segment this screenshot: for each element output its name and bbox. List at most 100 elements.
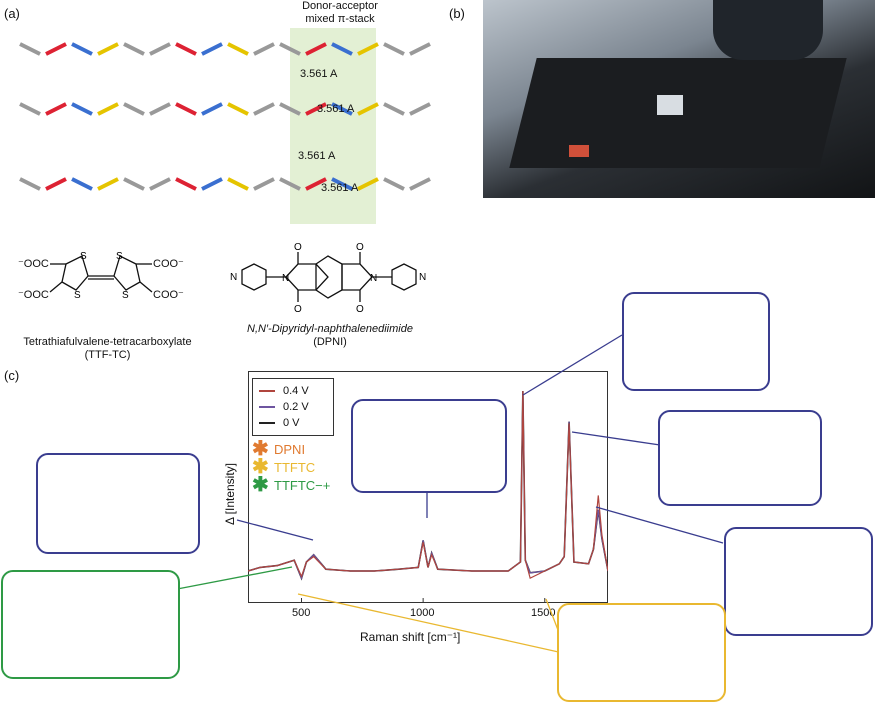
svg-text:S: S — [74, 290, 81, 301]
dpni-mode-inset-2 — [658, 410, 822, 506]
ttftc-abbr: (TTF-TC) — [84, 349, 131, 361]
asterisk-icon: ✱ — [252, 456, 269, 478]
legend-swatch — [259, 422, 275, 424]
ttftc-caption: Tetrathiafulvalene-tetracarboxylate (TTF… — [0, 336, 215, 362]
y-axis-label: Δ [Intensity] — [223, 462, 237, 526]
asterisk-icon: ✱ — [252, 474, 269, 496]
crystal-bond — [175, 102, 197, 116]
assignment-ttftc: ✱TTFTC — [252, 456, 316, 478]
crystal-bond — [19, 177, 41, 191]
crystal-bond — [331, 102, 353, 116]
crystal-bond — [175, 177, 197, 191]
dpni-abbr: (DPNI) — [313, 336, 347, 348]
crystal-bond — [123, 102, 145, 116]
crystal-bond — [383, 102, 405, 116]
ttftc-group-4: COO⁻ — [153, 289, 184, 301]
crystal-bond — [227, 102, 249, 116]
crystal-bond — [97, 102, 119, 116]
legend-item-02v: 0.2 V — [253, 399, 333, 415]
legend-swatch — [259, 390, 275, 392]
legend-item-04v: 0.4 V — [253, 383, 333, 399]
crystal-bond — [279, 102, 301, 116]
svg-text:N: N — [282, 273, 289, 284]
ttftc-structure-drawing: S S S S — [49, 251, 153, 301]
crystal-bond — [357, 177, 379, 191]
chart-legend: 0.4 V 0.2 V 0 V — [252, 378, 334, 436]
panel-label-a: (a) — [4, 6, 20, 21]
legend-item-0v: 0 V — [253, 415, 333, 431]
stack-label: Donor-acceptor mixed π-stack — [302, 0, 378, 25]
crystal-bond — [201, 102, 223, 116]
svg-text:O: O — [356, 304, 364, 315]
ttftc-group-1: ⁻OOC — [18, 258, 49, 270]
svg-text:O: O — [294, 304, 302, 315]
crystal-bond — [305, 177, 327, 191]
crystal-bond — [305, 102, 327, 116]
stack-distance-2: 3.561 A — [317, 103, 355, 115]
ttftc-group-2: COO⁻ — [153, 258, 184, 270]
crystal-bond — [45, 42, 67, 56]
dpni-name: N,N′-Dipyridyl-naphthalenediimide — [247, 323, 413, 335]
assignment-ttftc-cation: ✱TTFTC−+ — [252, 474, 331, 496]
crystal-bond — [409, 102, 431, 116]
stack-distance-1: 3.561 A — [300, 68, 338, 80]
panel-label-c: (c) — [4, 368, 20, 383]
crystal-bond — [331, 177, 353, 191]
crystal-bond — [71, 102, 93, 116]
crystal-bond — [149, 102, 171, 116]
crystal-bond — [97, 42, 119, 56]
crystal-bond — [357, 42, 379, 56]
x-axis-label: Raman shift [cm⁻¹] — [360, 630, 461, 644]
crystal-bond — [149, 42, 171, 56]
crystal-bond — [123, 42, 145, 56]
crystal-bond — [19, 42, 41, 56]
dpni-caption: N,N′-Dipyridyl-naphthalenediimide (DPNI) — [210, 323, 450, 349]
crystal-bond — [123, 177, 145, 191]
crystal-bond — [331, 42, 353, 56]
crystal-bond — [279, 42, 301, 56]
crystal-bond — [383, 177, 405, 191]
legend-swatch — [259, 406, 275, 408]
crystal-bond — [227, 177, 249, 191]
svg-text:S: S — [122, 290, 129, 301]
svg-text:N: N — [419, 272, 426, 283]
svg-text:S: S — [116, 251, 123, 262]
experimental-setup-photo — [483, 0, 875, 198]
crystal-bond — [45, 102, 67, 116]
svg-text:S: S — [80, 251, 87, 262]
crystal-bond — [71, 42, 93, 56]
crystal-bond — [253, 102, 275, 116]
ttftc-name: Tetrathiafulvalene-tetracarboxylate — [23, 336, 192, 348]
assignment-legend: ✱DPNI ✱TTFTC ✱TTFTC−+ — [252, 438, 331, 496]
y-axis-label-wrap: Δ [Intensity] — [218, 455, 238, 535]
crystal-bond — [305, 42, 327, 56]
crystal-bond — [71, 177, 93, 191]
crystal-bond — [201, 42, 223, 56]
dpni-mode-inset-4 — [351, 399, 507, 493]
crystal-bond — [383, 42, 405, 56]
stack-distance-3: 3.561 A — [298, 150, 336, 162]
assignment-dpni: ✱DPNI — [252, 438, 306, 460]
spectrum-series-line — [248, 390, 608, 580]
x-tick-1000: 1000 — [410, 607, 435, 619]
crystal-bond — [409, 42, 431, 56]
crystal-bond — [19, 102, 41, 116]
asterisk-icon: ✱ — [252, 438, 269, 460]
ttftc-mode-inset — [557, 603, 726, 702]
dpni-mode-inset-3 — [724, 527, 873, 636]
crystal-bond — [357, 102, 379, 116]
x-tick-1500: 1500 — [531, 607, 556, 619]
crystal-structure-image — [19, 28, 431, 224]
svg-text:N: N — [370, 273, 377, 284]
svg-text:N: N — [230, 272, 237, 283]
x-tick-500: 500 — [292, 607, 311, 619]
crystal-bond — [227, 42, 249, 56]
red-clip — [569, 145, 589, 157]
crystal-bond — [149, 177, 171, 191]
dpni-structure-drawing: N N N N O O O O — [230, 242, 426, 315]
sample-cell — [657, 95, 683, 115]
dpni-mode-inset-5 — [36, 453, 200, 554]
crystal-bond — [279, 177, 301, 191]
crystal-bond — [45, 177, 67, 191]
dpni-mode-inset-1 — [622, 292, 770, 391]
